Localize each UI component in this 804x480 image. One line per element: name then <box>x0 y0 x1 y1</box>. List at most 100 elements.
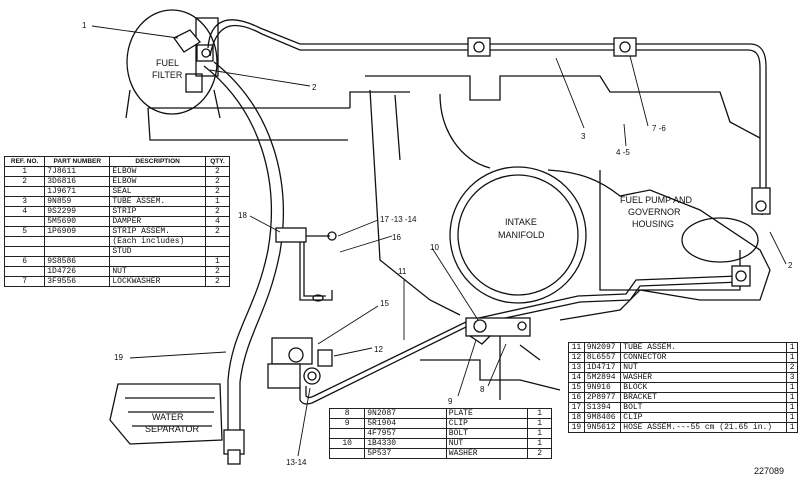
part-number-cell: 9N2097 <box>583 342 622 353</box>
callout-3: 3 <box>581 132 586 141</box>
ref-cell: 8 <box>328 408 366 419</box>
description-cell: NUT <box>109 266 206 277</box>
intake-manifold: INTAKE MANIFOLD <box>449 166 587 304</box>
description-cell: WASHER <box>445 448 529 459</box>
ref-cell: 15 <box>568 382 585 393</box>
part-number-cell: 9S2299 <box>44 206 111 217</box>
qty-cell: 1 <box>786 412 798 423</box>
tube-clip-left <box>467 37 637 57</box>
qty-cell: 1 <box>527 438 552 449</box>
qty-cell: 1 <box>786 422 798 433</box>
ref-cell: 10 <box>328 438 366 449</box>
ref-cell <box>3 216 46 227</box>
col-part-header: PART NUMBER <box>44 156 111 167</box>
part-number-cell: 5M5690 <box>44 216 111 227</box>
ref-cell <box>328 428 366 439</box>
pump-housing: FUEL PUMP AND GOVERNOR HOUSING <box>620 195 759 263</box>
qty-cell: 1 <box>527 428 552 439</box>
ref-cell: 9 <box>328 418 366 429</box>
part-number-cell: 9N916 <box>583 382 622 393</box>
callout-10: 10 <box>430 243 439 252</box>
fuel-filter-label-1: FUEL <box>156 58 179 68</box>
pump-label-2: GOVERNOR <box>628 207 681 217</box>
description-cell: TUBE ASSEM. <box>109 196 206 207</box>
engine-block-outline <box>147 91 410 141</box>
separator-label-1: WATER <box>152 412 184 422</box>
part-number-cell: 3F9556 <box>44 276 111 287</box>
hose-clip-bracket <box>275 227 337 302</box>
part-number-cell: 7J8611 <box>44 166 111 177</box>
callout-9: 9 <box>448 397 453 406</box>
description-cell: STRIP ASSEM. <box>109 226 206 237</box>
callout-11: 11 <box>398 267 407 276</box>
ref-cell: 19 <box>568 422 585 433</box>
part-number-cell: 3D6816 <box>44 176 111 187</box>
description-cell: ELBOW <box>109 176 206 187</box>
qty-cell: 2 <box>204 276 231 287</box>
callout-16: 16 <box>392 233 401 242</box>
description-cell: WASHER <box>620 372 788 383</box>
qty-cell: 4 <box>204 216 231 227</box>
engine-outline <box>365 75 771 400</box>
ref-cell <box>3 266 46 277</box>
description-cell <box>109 256 206 267</box>
tube-clip-plate <box>465 317 531 345</box>
ref-cell: 11 <box>568 342 585 353</box>
callout-12: 12 <box>374 345 383 354</box>
qty-cell: 1 <box>204 196 231 207</box>
qty-cell: 2 <box>204 226 231 237</box>
qty-cell: 1 <box>786 342 798 353</box>
callout-numbers: 1 2 3 4 -5 7 -6 17 -13 -14 16 18 10 11 1… <box>82 21 793 467</box>
leader-lines <box>91 25 787 457</box>
description-cell: LOCKWASHER <box>109 276 206 287</box>
qty-cell: 2 <box>204 206 231 217</box>
description-cell: TUBE ASSEM. <box>620 342 788 353</box>
callout-19: 19 <box>114 353 123 362</box>
description-cell: BOLT <box>445 428 529 439</box>
col-qty-header: QTY. <box>204 156 231 167</box>
description-cell: HOSE ASSEM.---55 cm (21.65 in.) <box>620 422 788 433</box>
part-number-cell: 2P8977 <box>583 392 622 403</box>
qty-cell: 2 <box>204 186 231 197</box>
callout-2: 2 <box>312 83 317 92</box>
fuel-filter-label-2: FILTER <box>152 70 183 80</box>
qty-cell: 1 <box>204 256 231 267</box>
callout-2-right: 2 <box>788 261 793 270</box>
callout-7-6: 7 -6 <box>652 124 666 133</box>
part-number-cell: 4F7957 <box>364 428 447 439</box>
part-number-cell: 8L6557 <box>583 352 622 363</box>
hose-end-fitting <box>223 429 245 465</box>
connector-block <box>267 337 333 389</box>
description-cell: BOLT <box>620 402 788 413</box>
ref-cell: 3 <box>3 196 46 207</box>
drawing-number: 227089 <box>754 466 785 476</box>
table-row: STUD <box>3 246 231 257</box>
description-cell: NUT <box>445 438 529 449</box>
description-cell: SEAL <box>109 186 206 197</box>
description-cell: ELBOW <box>109 166 206 177</box>
part-number-cell: 1J9671 <box>44 186 111 197</box>
ref-cell: 7 <box>3 276 46 287</box>
description-cell: CLIP <box>445 418 529 429</box>
pump-label-1: FUEL PUMP AND <box>620 195 693 205</box>
ref-cell: 4 <box>3 206 46 217</box>
